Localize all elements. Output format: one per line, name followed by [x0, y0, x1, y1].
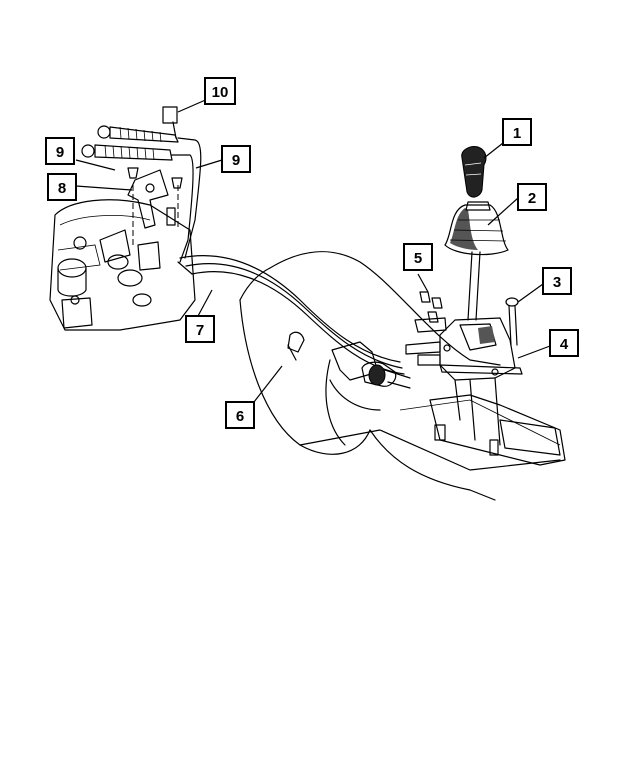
svg-text:1: 1 — [513, 125, 521, 142]
shift-cable-ends — [81, 106, 202, 263]
svg-text:10: 10 — [212, 84, 229, 101]
callout-9-left: 9 — [45, 137, 75, 165]
mounting-bolt — [505, 297, 519, 346]
leader-lines — [75, 97, 551, 403]
shift-cables — [177, 255, 405, 375]
svg-text:4: 4 — [560, 336, 569, 353]
shifter-mount-base — [429, 394, 566, 466]
cable-clamp — [287, 331, 411, 389]
svg-text:8: 8 — [58, 180, 66, 197]
shift-boot — [444, 201, 509, 256]
shift-lever — [467, 251, 481, 321]
transmission-housing-drawing — [49, 199, 196, 331]
svg-text:3: 3 — [553, 274, 561, 291]
callout-4: 4 — [549, 329, 579, 357]
svg-text:7: 7 — [196, 322, 204, 339]
cable-bracket — [127, 167, 183, 245]
svg-text:9: 9 — [232, 152, 240, 169]
callout-1: 1 — [502, 118, 532, 146]
callout-10: 10 — [204, 77, 236, 105]
callout-9-right: 9 — [221, 145, 251, 173]
svg-text:5: 5 — [414, 250, 422, 267]
shift-knob — [461, 146, 487, 198]
retaining-clips — [419, 291, 443, 323]
callout-7: 7 — [185, 315, 215, 343]
callout-3: 3 — [542, 267, 572, 295]
callout-5: 5 — [403, 243, 433, 271]
shifter-housing — [405, 317, 523, 446]
svg-text:6: 6 — [236, 408, 244, 425]
callout-2: 2 — [517, 183, 547, 211]
svg-text:9: 9 — [56, 144, 64, 161]
callout-6: 6 — [225, 401, 255, 429]
callout-8: 8 — [47, 173, 77, 201]
floor-tunnel — [239, 250, 561, 501]
svg-text:2: 2 — [528, 190, 536, 207]
